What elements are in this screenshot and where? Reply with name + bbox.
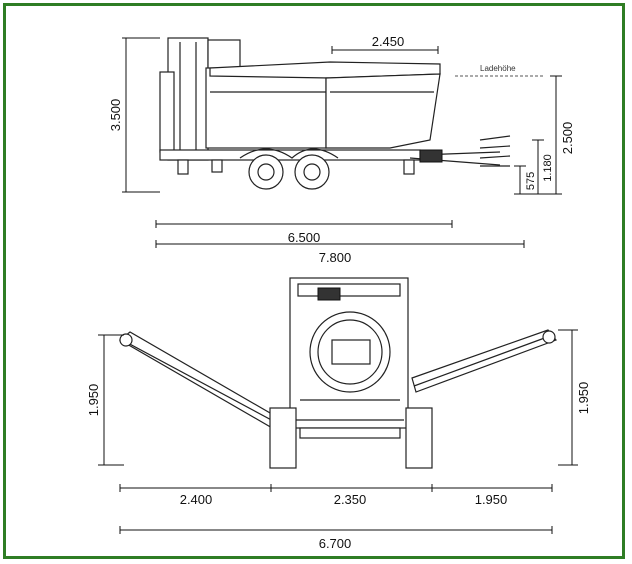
dim-loading-height: 2.500 [560,122,575,155]
front-view: 1.950 1.950 2.400 2.350 1.950 6.700 [86,277,591,551]
side-view: 3.500 2.450 Ladehöhe 2.500 1.180 575 6.5… [108,34,575,265]
dim-left-width: 2.400 [180,492,213,507]
dim-length-7800: 7.800 [319,250,352,265]
side-machine [159,37,511,190]
dim-right-conveyor-height: 1.950 [576,382,591,415]
loading-height-label: Ladehöhe [480,64,516,73]
dim-total-width: 6.700 [319,536,352,551]
dim-left-conveyor-height: 1.950 [86,384,101,417]
dim-hopper-length: 2.450 [372,34,405,49]
dim-total-height: 3.500 [108,99,123,132]
dim-length-6500: 6.500 [288,230,321,245]
dim-center-width: 2.350 [334,492,367,507]
dim-height-1180: 1.180 [542,154,554,182]
dim-height-575: 575 [525,172,537,190]
front-machine [118,277,557,469]
dim-right-width: 1.950 [475,492,508,507]
